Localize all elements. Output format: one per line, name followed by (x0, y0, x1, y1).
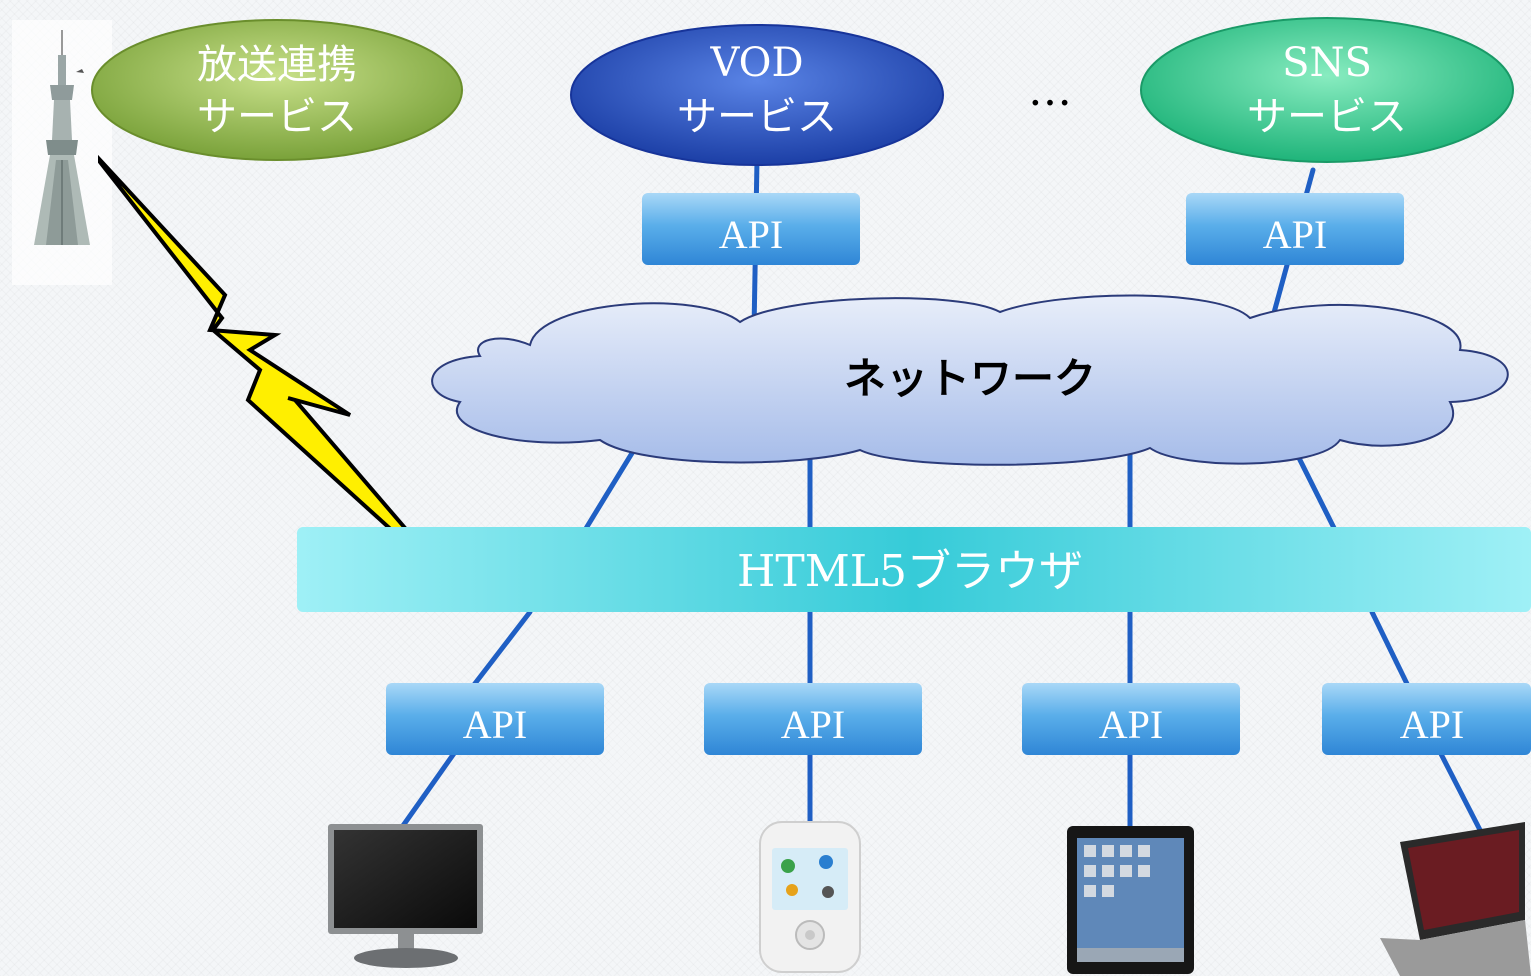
tv-icon (328, 824, 483, 968)
html5-browser-bar: HTML5ブラウザ (297, 527, 1531, 612)
lightning-bolt-icon (98, 154, 462, 594)
vod-api-box: API (642, 193, 860, 265)
network-cloud: ネットワーク (431, 294, 1509, 466)
api-device-line-4 (1437, 749, 1483, 833)
network-browser-line-1 (582, 437, 643, 533)
api-box-2: API (704, 683, 922, 755)
browser-label: HTML5ブラウザ (737, 546, 1083, 597)
sns-api-box: API (1186, 193, 1404, 265)
sns-service-line1: SNS (1282, 40, 1372, 86)
broadcast-service-node: 放送連携 サービス (91, 19, 463, 161)
api-box-4: API (1322, 683, 1531, 755)
api-box-1: API (386, 683, 604, 755)
laptop-icon (1380, 822, 1531, 976)
api-label-4: API (1400, 702, 1464, 747)
api-box-3: API (1022, 683, 1240, 755)
network-label: ネットワーク (844, 354, 1096, 403)
vod-service-node: VOD サービス (570, 24, 944, 166)
browser-api-line-4 (1369, 609, 1413, 693)
vod-api-label: API (719, 212, 783, 257)
api-label-2: API (781, 702, 845, 747)
broadcast-service-line1: 放送連携 (197, 42, 357, 88)
tablet-icon (1067, 826, 1194, 974)
more-services-ellipsis: … (1028, 65, 1072, 116)
vod-service-line1: VOD (709, 40, 803, 86)
api-label-3: API (1099, 702, 1163, 747)
smartphone-icon (759, 821, 861, 973)
broadcast-service-line2: サービス (197, 94, 357, 140)
broadcast-tower-icon (12, 20, 112, 285)
sns-api-label: API (1263, 212, 1327, 257)
api-device-line-1 (397, 749, 458, 833)
sns-service-node: SNS サービス (1140, 17, 1514, 163)
browser-api-line-1 (467, 609, 533, 693)
sns-service-line2: サービス (1247, 94, 1407, 140)
vod-service-line2: サービス (677, 94, 837, 140)
api-label-1: API (463, 702, 527, 747)
